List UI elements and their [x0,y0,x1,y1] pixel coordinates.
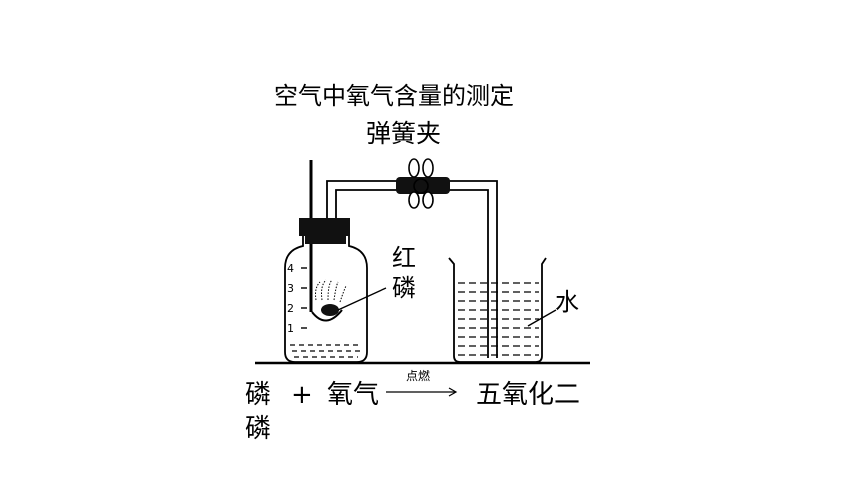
spring-clamp-label: 弹簧夹 [366,119,442,148]
diagram-title: 空气中氧气含量的测定 [274,82,514,110]
beaker-water [458,282,539,356]
equation-condition: 点燃 [406,369,431,383]
equation-product-continuation: 磷 [245,414,272,444]
equation-reactant-phosphorus: 磷 [245,380,272,410]
phosphorus-leader-line [337,287,387,311]
bottle-water [290,344,362,358]
scale-tick-label: 2 [287,302,294,315]
scale-tick-label: 1 [287,322,294,335]
water-label: 水 [555,288,579,316]
collecting-bottle [284,236,368,363]
reaction-arrow-head [448,387,458,397]
red-phosphorus [321,304,339,316]
red-phosphorus-label-line2: 磷 [392,274,416,302]
red-phosphorus-label-line1: 红 [392,244,416,272]
combustion-spoon [311,309,343,322]
scale-tick-label: 3 [287,282,294,295]
equation-plus: + [291,380,313,410]
equation-product: 五氧化二 [476,380,581,410]
burning-flame-icon [315,279,347,303]
volume-scale [301,267,307,329]
rubber-stopper [299,218,350,244]
equation-reactant-oxygen: 氧气 [327,380,380,410]
beaker [448,257,547,363]
spring-clamp-icon [408,158,434,209]
water-leader-line [527,309,557,327]
scale-tick-label: 4 [287,262,294,275]
